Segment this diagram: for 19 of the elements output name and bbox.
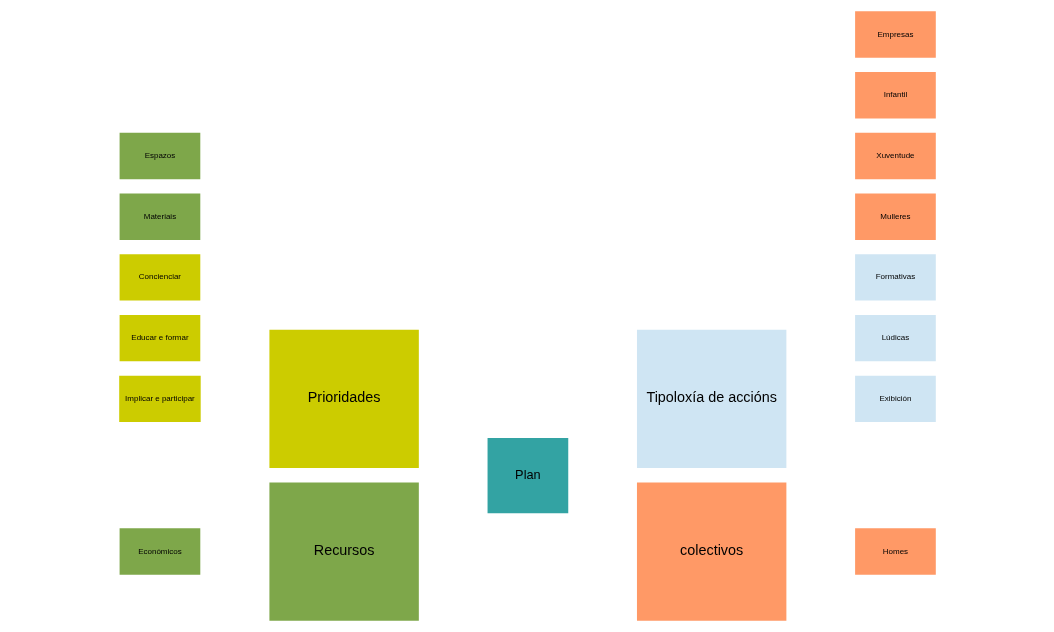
node-box: Prioridades: [268, 329, 419, 468]
node-box: Empresas: [854, 11, 936, 58]
node-box: Exibición: [854, 375, 936, 423]
node-box: Xuventude: [854, 132, 936, 180]
node-box: Homes: [854, 528, 936, 575]
node-box: Infantil: [854, 72, 936, 119]
node-box: Lúdicas: [854, 315, 936, 362]
node-box: Mulleres: [854, 193, 936, 240]
node-box: Implicar e participar: [118, 375, 201, 423]
node-box: Concienciar: [119, 254, 200, 301]
node-box: Educar e formar: [119, 315, 200, 362]
node-box: colectivos: [636, 482, 786, 621]
node-box: Materiais: [119, 193, 200, 240]
node-box: Plan: [487, 438, 568, 514]
node-box: Espazos: [119, 132, 200, 180]
node-box: Formativas: [854, 254, 936, 301]
node-box: Económicos: [119, 528, 200, 575]
node-box: Tipoloxía de accións: [636, 329, 786, 468]
node-box: Recursos: [268, 482, 419, 621]
